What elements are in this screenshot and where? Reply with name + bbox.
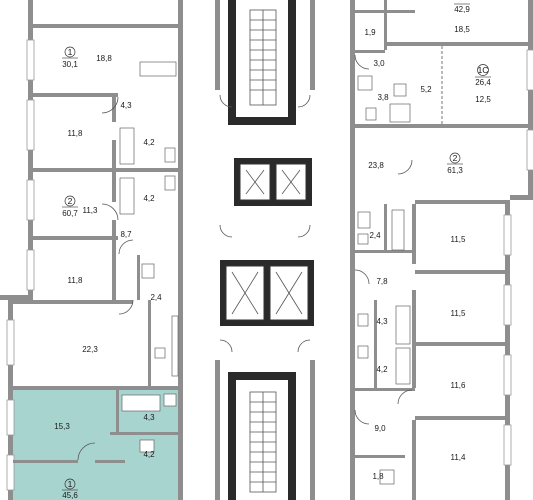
apartment-label[interactable]: 1 30,1 xyxy=(62,46,78,69)
room-area: 15,3 xyxy=(54,422,70,431)
left-wing xyxy=(0,0,183,500)
room-area: 4,2 xyxy=(143,194,155,203)
apartment-label[interactable]: 42,9 xyxy=(454,3,470,14)
room-area: 11,5 xyxy=(451,235,467,244)
room-area: 4,2 xyxy=(376,365,388,374)
apartment-area: 30,1 xyxy=(62,60,78,69)
room-area: 5,2 xyxy=(420,85,432,94)
room-area: 12,5 xyxy=(475,95,491,104)
room-area: 11,3 xyxy=(83,206,99,215)
room-area: 1,9 xyxy=(364,28,376,37)
apartment-label[interactable]: 1 45,6 xyxy=(62,478,78,500)
room-area: 2,4 xyxy=(369,231,381,240)
room-area: 11,8 xyxy=(68,129,84,138)
room-area: 4,3 xyxy=(376,317,388,326)
apartment-area: 45,6 xyxy=(62,491,78,500)
apartment-number: 2 xyxy=(453,153,458,163)
room-area: 11,6 xyxy=(451,381,467,390)
apartment-label[interactable]: 2 60,7 xyxy=(62,195,78,218)
room-area: 3,8 xyxy=(377,93,389,102)
apartment-label[interactable]: 1С 26,4 xyxy=(475,64,491,88)
apartment-number: 1С xyxy=(478,65,489,75)
room-labels: 18,8 4,3 11,8 4,2 4,2 11,3 8,7 11,8 2,4 … xyxy=(54,25,491,481)
room-area: 1,8 xyxy=(372,472,384,481)
room-area: 8,7 xyxy=(120,230,132,239)
room-area: 18,5 xyxy=(454,25,470,34)
apartment-label[interactable]: 2 61,3 xyxy=(447,152,463,175)
room-area: 7,8 xyxy=(376,277,388,286)
room-area: 4,3 xyxy=(120,101,132,110)
apartment-number: 1 xyxy=(68,47,73,57)
apartment-area: 60,7 xyxy=(62,209,78,218)
room-area: 11,8 xyxy=(68,276,84,285)
room-area: 9,0 xyxy=(374,424,386,433)
room-area: 22,3 xyxy=(82,345,98,354)
room-area: 4,2 xyxy=(143,138,155,147)
apartment-number: 1 xyxy=(68,479,73,489)
room-area: 23,8 xyxy=(368,161,384,170)
room-area: 18,8 xyxy=(96,54,112,63)
room-area: 2,4 xyxy=(150,293,162,302)
room-area: 4,3 xyxy=(143,413,155,422)
room-area: 4,2 xyxy=(143,450,155,459)
apartment-area: 42,9 xyxy=(454,5,470,14)
apartment-number: 2 xyxy=(68,196,73,206)
apartment-area: 26,4 xyxy=(475,78,491,87)
room-area: 3,0 xyxy=(373,59,385,68)
right-wing xyxy=(350,0,533,500)
elevator-core xyxy=(215,0,315,500)
room-area: 11,5 xyxy=(451,309,467,318)
apartment-area: 61,3 xyxy=(447,166,463,175)
room-area: 11,4 xyxy=(451,453,467,462)
